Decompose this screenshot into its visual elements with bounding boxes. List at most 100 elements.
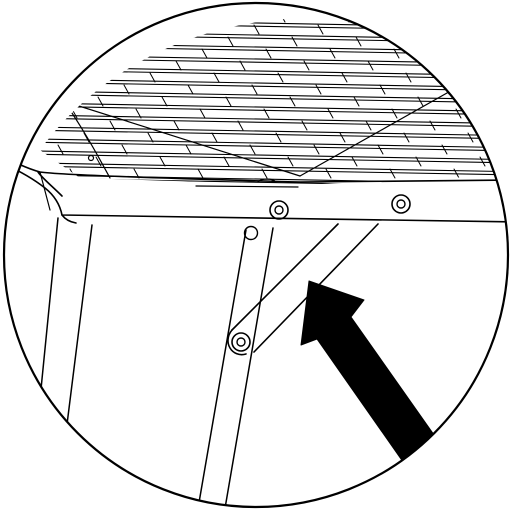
grill-crossbar [61,24,68,35]
grill-crossbar [201,48,208,59]
grill-crossbar [223,156,230,167]
grill-crossbar [393,48,400,59]
grill-wire [40,128,508,140]
grill-crossbar [40,36,42,47]
grill-crossbar [47,60,54,71]
grill-crossbar [467,132,474,143]
grill-support [69,109,111,179]
grill-crossbar [479,156,486,167]
grill-crossbar [10,49,15,58]
grill-crossbar [97,96,104,107]
grill-crossbar [225,96,232,107]
grill-crossbar [151,17,158,23]
grill-crossbar [415,156,422,167]
grill-crossbar [109,120,116,131]
grill-crossbar [405,72,412,83]
grill-crossbar [22,73,27,82]
grill-crossbar [367,60,374,71]
grill-crossbar [481,96,488,107]
grill-crossbar [135,108,142,119]
grill-crossbar [403,132,410,143]
grill-crossbar [0,85,1,94]
grill-crossbar [8,109,13,118]
grill-crossbar [99,36,106,47]
grill-crossbar [495,60,502,71]
grill-crossbar [301,120,308,131]
grill-crossbar [507,84,508,95]
grill-crossbar [453,168,460,179]
grill-crossbar [441,144,448,155]
grill-crossbar [493,120,500,131]
grill-crossbar [161,96,168,107]
grill-crossbar [315,84,322,95]
grill-crossbar [173,120,180,131]
grill-crossbar [429,120,436,131]
grill-crossbar [379,84,386,95]
grill-crossbar [125,24,132,35]
grill-crossbar [483,36,490,47]
grill-crossbar [187,84,194,95]
grill-crossbar [407,17,414,23]
grill-crossbar [391,108,398,119]
grill-crossbar [275,132,282,143]
grill-crossbar [389,168,396,179]
grill-crossbar [303,60,310,71]
grill-wire [40,113,508,125]
grill-crossbar [73,48,80,59]
grill-crossbar [213,72,220,83]
grill-crossbar [261,168,268,179]
grill-crossbar [95,156,102,167]
grill-crossbar [24,13,29,22]
grill-crossbar [279,17,286,23]
grill-crossbar [353,96,360,107]
grill-crossbar [211,132,218,143]
grill-crossbar [351,156,358,167]
grill-wire [40,152,508,164]
grill-crossbar [159,156,166,167]
grill-crossbar [419,36,426,47]
grill-crossbar [227,36,234,47]
small-screw [87,154,95,162]
grill-crossbar [199,108,206,119]
grill-crossbar [34,97,39,106]
grill-crossbar [339,132,346,143]
grill-crossbar [313,144,320,155]
grill-crossbar [341,72,348,83]
brace-rivet [231,332,251,352]
grill-wire [40,125,508,137]
grill-crossbar [277,72,284,83]
grill-crossbar [57,144,64,155]
pivot-stud [243,225,259,241]
grill-support [299,79,471,177]
grill-wire [40,161,508,173]
grill-crossbar [317,24,324,35]
grill-crossbar [197,168,204,179]
grill-crossbar [325,168,332,179]
grill-crossbar [185,144,192,155]
grill-wire [40,149,508,161]
grill-crossbar [0,25,3,34]
grill-crossbar [87,17,94,23]
grill-crossbar [365,120,372,131]
grill-wire [40,137,508,149]
grill-crossbar [251,84,258,95]
grill-crossbar [329,48,336,59]
grill-crossbar [287,156,294,167]
grill-support [59,99,301,177]
grill-crossbar [327,108,334,119]
grill-crossbar [249,144,256,155]
grill-crossbar [455,108,462,119]
grill-crossbar [121,144,128,155]
grill-crossbar [263,108,270,119]
grill-crossbar [417,96,424,107]
grill-crossbar [377,144,384,155]
grill-crossbar [20,133,25,142]
grill-crossbar [381,24,388,35]
grill-wire [40,164,508,176]
grill-crossbar [239,60,246,71]
grill-crossbar [123,84,130,95]
grill-crossbar [147,132,154,143]
